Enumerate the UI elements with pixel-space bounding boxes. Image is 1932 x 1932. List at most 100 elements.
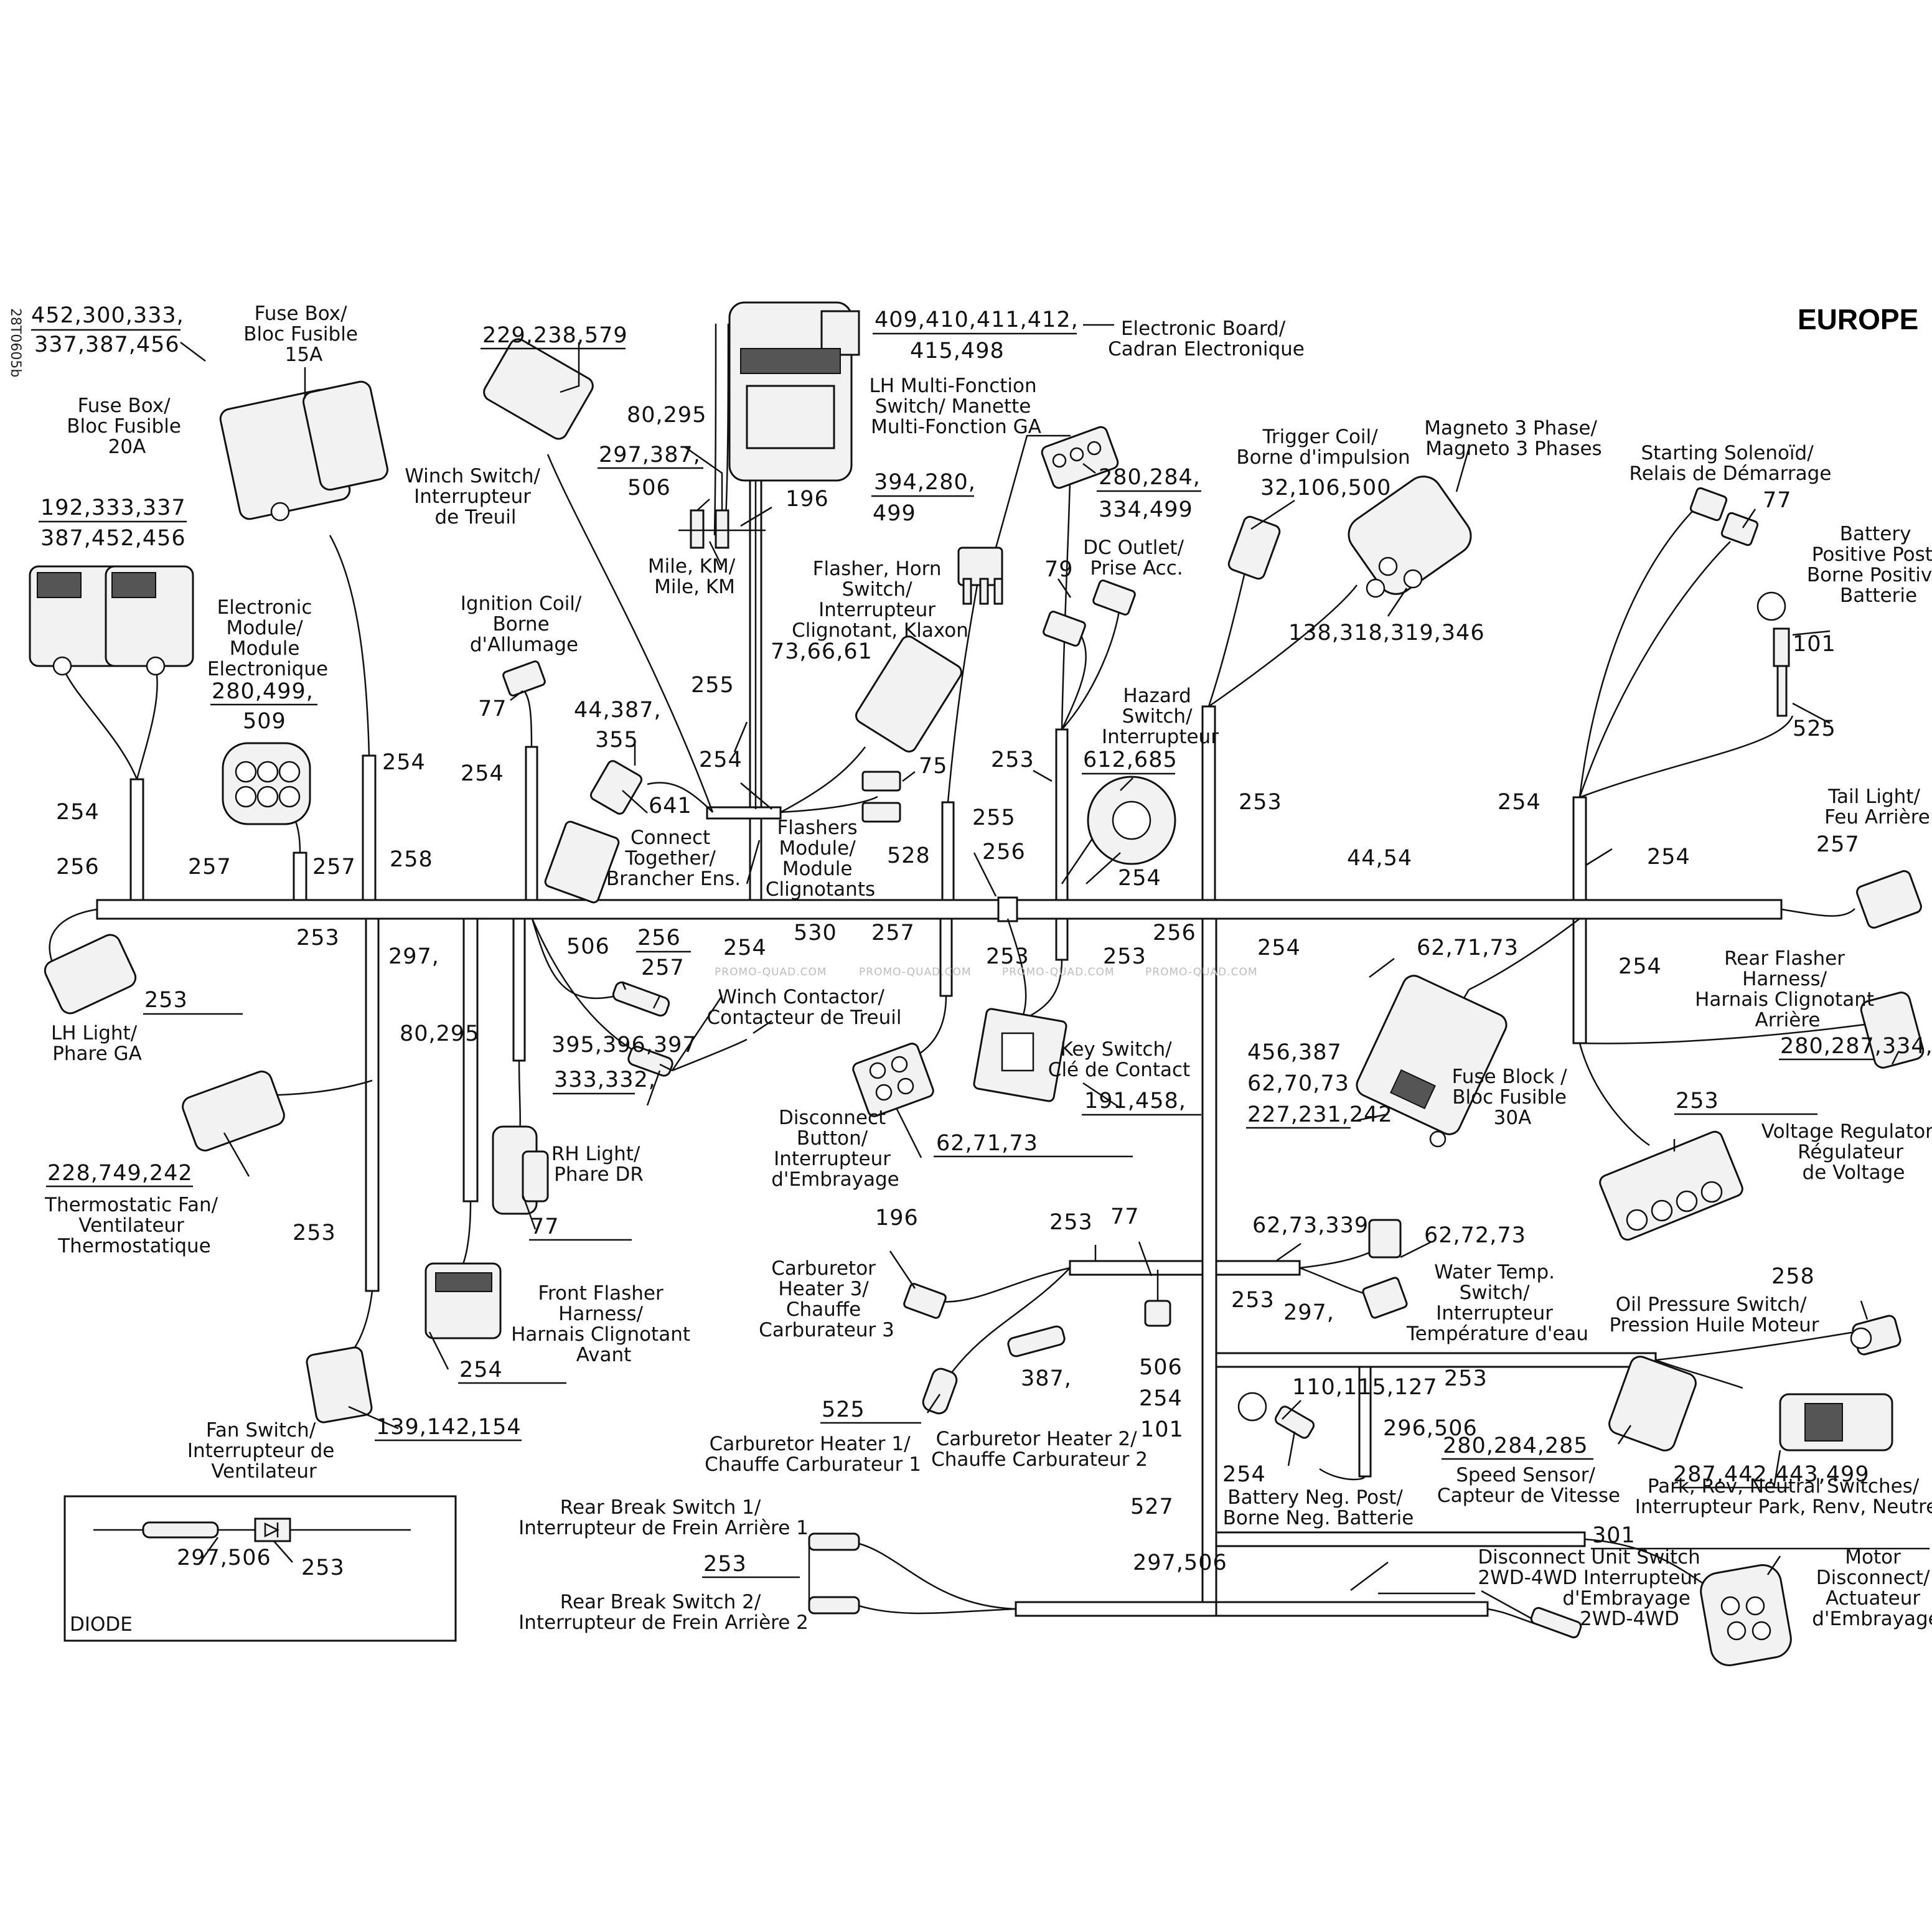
callout: 297, [1283, 1300, 1334, 1325]
label-dc-outlet: DC Outlet/ Prise Acc. [1083, 537, 1190, 579]
callout: 525 [822, 1397, 865, 1422]
callout: 257 [871, 921, 915, 945]
motor-disconnect-connector [1700, 1564, 1792, 1666]
callout: 62,70,73 [1247, 1071, 1349, 1096]
callout: 196 [875, 1206, 919, 1231]
callout: 296,506 [1383, 1416, 1478, 1441]
connect-together-connectors [544, 760, 643, 904]
label-ignition-coil: Ignition Coil/ Borne d'Allumage [461, 593, 588, 656]
callout: 62,71,73 [1417, 936, 1519, 960]
callout: 387,452,456 [40, 526, 186, 551]
label-starting-solenoid: Starting Solenoïd/ Relais de Démarrage [1630, 442, 1832, 485]
callout: 254 [1139, 1386, 1183, 1411]
hazard-switch-connector [1087, 776, 1176, 865]
park-rev-neutral-switch-connector [1779, 1393, 1893, 1451]
callout: 253 [1239, 790, 1282, 815]
winch-contactor-terminals [612, 981, 673, 1077]
front-flasher-harness-connector [424, 1262, 502, 1339]
callout: 297, [388, 944, 439, 969]
lh-light-connector [44, 934, 137, 1015]
callout: 253 [293, 1221, 336, 1245]
label-fuse-box-15a: Fuse Box/ Bloc Fusible 15A [243, 302, 364, 366]
callout: 228,749,242 [47, 1161, 193, 1186]
callout: 257 [188, 855, 232, 879]
callout: 256 [1153, 921, 1196, 945]
fuse-box-20a [29, 565, 194, 676]
label-mile-km: Mile, KM/ Mile, KM [648, 555, 741, 598]
label-rear-flasher-harness: Rear Flasher Harness/ Harnais Clignotant… [1695, 947, 1880, 1031]
label-rear-break-switch-1: Rear Break Switch 1/ Interrupteur de Fre… [518, 1496, 809, 1539]
label-water-temp-switch: Water Temp. Switch/ Interrupteur Tempéra… [1406, 1261, 1588, 1345]
callout: 253 [144, 988, 188, 1013]
label-winch-contactor: Winch Contactor/ Contacteur de Treuil [707, 986, 902, 1029]
label-electronic-module: Electronic Module/ Module Electronique [207, 596, 328, 680]
label-electronic-board: Electronic Board/ Cadran Electronique [1108, 317, 1305, 360]
callout: 229,238,579 [482, 323, 628, 348]
flashers-module-pins [861, 771, 901, 823]
callout: 227,231,242 [1247, 1102, 1393, 1127]
fuse-box-15a [219, 380, 388, 522]
callout: 253 [1103, 944, 1147, 969]
winch-switch-connector [483, 338, 594, 440]
tail-light-connector [1856, 870, 1922, 929]
callout: 280,287,334,499 [1780, 1034, 1932, 1059]
callout: 254 [1618, 954, 1662, 979]
label-hazard-switch: Hazard Switch/ Interrupteur [1102, 685, 1219, 748]
callout: 73,66,61 [771, 639, 873, 664]
label-battery-neg-post: Battery Neg. Post/ Borne Neg. Batterie [1223, 1486, 1414, 1529]
label-front-flasher-harness: Front Flasher Harness/ Harnais Clignotan… [511, 1282, 696, 1366]
callout: 297,506 [1133, 1550, 1227, 1575]
flasher-module-connector [957, 546, 1003, 605]
voltage-regulator-connector [1599, 1130, 1743, 1241]
flasher-horn-switch-connector [855, 635, 963, 753]
callout: 254 [56, 800, 100, 825]
region-title: EUROPE [1798, 303, 1918, 335]
callout: 44,387, [574, 698, 662, 723]
callout: 452,300,333, [31, 303, 184, 328]
main-harness-trunk [96, 322, 1783, 1617]
callout: 253 [991, 748, 1034, 772]
label-lh-light: LH Light/ Phare GA [51, 1022, 143, 1065]
carburetor-heater-terminals [922, 1300, 1171, 1415]
water-temp-switch-connectors [1362, 1219, 1408, 1319]
lh-multi-function-connector [1041, 426, 1119, 489]
callout: 334,499 [1099, 497, 1193, 522]
callout: 101 [1793, 632, 1836, 657]
callout: 254 [723, 936, 767, 960]
callout: 253 [301, 1555, 345, 1580]
callout: 62,71,73 [936, 1131, 1038, 1156]
callout: 253 [1444, 1366, 1488, 1391]
trigger-coil-connector [1227, 515, 1281, 580]
key-switch [973, 1008, 1067, 1102]
label-flasher-horn-switch: Flasher, Horn Switch/ Interrupteur Clign… [792, 558, 968, 642]
callout: 612,685 [1083, 748, 1178, 772]
fuse-block-30a [1356, 975, 1508, 1148]
callout: 62,72,73 [1424, 1223, 1526, 1248]
rear-flasher-harness-connector [1860, 992, 1925, 1069]
callout: 75 [919, 754, 948, 779]
callout: 253 [703, 1552, 747, 1577]
callout: 254 [1257, 936, 1301, 960]
label-fan-switch: Fan Switch/ Interrupteur de Ventilateur [187, 1419, 340, 1483]
callout: 297,387, [599, 443, 701, 467]
callout: 333,332, [554, 1067, 656, 1092]
callout: 280,499, [212, 679, 314, 704]
battery-positive-terminal [1756, 591, 1790, 717]
callout: 196 [785, 487, 829, 512]
callout: 257 [641, 955, 685, 980]
callout: 254 [382, 750, 426, 775]
callout: 32,106,500 [1260, 476, 1391, 500]
callout: 253 [296, 926, 340, 950]
callout: 257 [312, 855, 356, 879]
label-carburetor-heater-1: Carburetor Heater 1/ Chauffe Carburateur… [705, 1433, 921, 1476]
callout: 139,142,154 [376, 1415, 522, 1440]
callout: 256 [982, 840, 1026, 865]
callout: 525 [1793, 716, 1836, 741]
battery-negative-terminal [1237, 1392, 1315, 1439]
callout: 77 [1110, 1204, 1140, 1229]
callout: 110,115,127 [1292, 1375, 1438, 1400]
callout: 255 [972, 805, 1016, 830]
svg-text:PROMO-QUAD.COM: PROMO-QUAD.COM [1002, 966, 1115, 978]
callout: 258 [390, 847, 433, 872]
callout: 509 [243, 709, 286, 734]
